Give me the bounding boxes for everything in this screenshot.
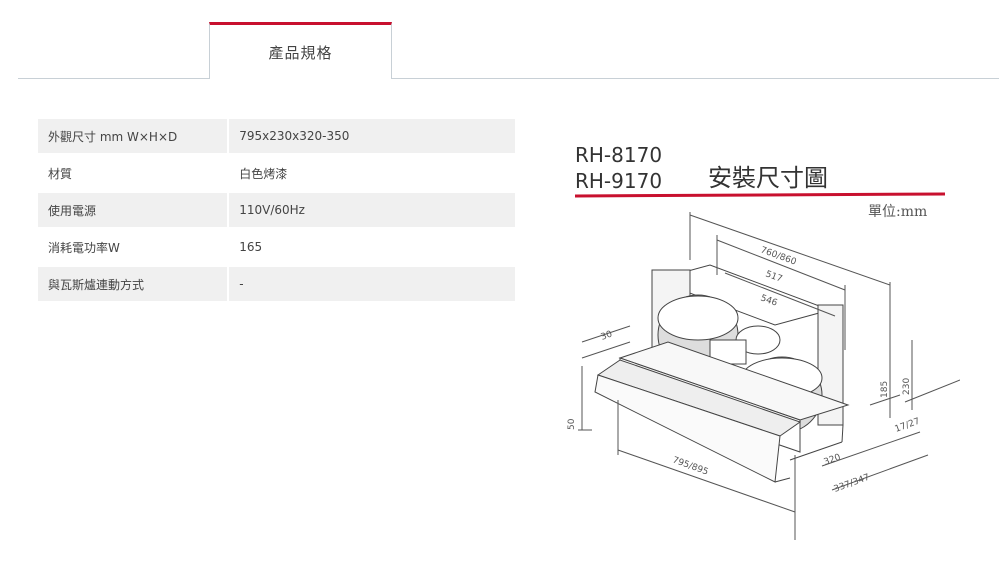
spec-key: 外觀尺寸 mm W×H×D: [38, 119, 228, 153]
spec-row: 消耗電功率W 165: [38, 230, 515, 264]
spec-table: 外觀尺寸 mm W×H×D 795x230x320-350 材質 白色烤漆 使用…: [38, 119, 515, 304]
installation-diagram: RH-8170 RH-9170 安裝尺寸圖 單位:mm: [567, 143, 960, 540]
model-1-label: RH-8170: [575, 143, 662, 167]
spec-row: 材質 白色烤漆: [38, 156, 515, 190]
dim-230: 230: [902, 378, 912, 395]
dim-320: 320: [823, 452, 843, 467]
spec-key: 材質: [48, 166, 73, 181]
tab-label: 產品規格: [268, 43, 333, 62]
title-underline: [574, 192, 946, 198]
dim-30: 30: [600, 329, 614, 342]
spec-row: 使用電源 110V/60Hz: [38, 193, 515, 227]
dim-50: 50: [567, 418, 577, 430]
spec-value: 795x230x320-350: [229, 119, 515, 153]
spec-value: -: [229, 267, 515, 301]
spec-value: 165: [239, 240, 263, 254]
dim-185: 185: [880, 381, 890, 398]
spec-value: 110V/60Hz: [229, 193, 515, 227]
tab-product-specs[interactable]: 產品規格: [209, 22, 392, 79]
spec-value: 白色烤漆: [239, 166, 288, 181]
spec-row: 外觀尺寸 mm W×H×D 795x230x320-350: [38, 119, 515, 153]
model-2-label: RH-9170: [575, 169, 662, 193]
tab-bar-line: [18, 78, 999, 79]
diagram-title: 安裝尺寸圖: [708, 164, 828, 192]
unit-label: 單位:mm: [868, 204, 927, 220]
spec-row: 與瓦斯爐連動方式 -: [38, 267, 515, 301]
spec-key: 與瓦斯爐連動方式: [38, 267, 228, 301]
dim-795-895: 795/895: [671, 455, 710, 477]
dim-337-347: 337/347: [833, 473, 872, 495]
dim-17-27: 17/27: [894, 417, 922, 435]
dim-517: 517: [764, 269, 784, 284]
range-hood-drawing: [594, 264, 850, 483]
spec-key: 使用電源: [38, 193, 228, 227]
spec-key: 消耗電功率W: [48, 240, 120, 255]
dimension-lines: [578, 212, 960, 540]
